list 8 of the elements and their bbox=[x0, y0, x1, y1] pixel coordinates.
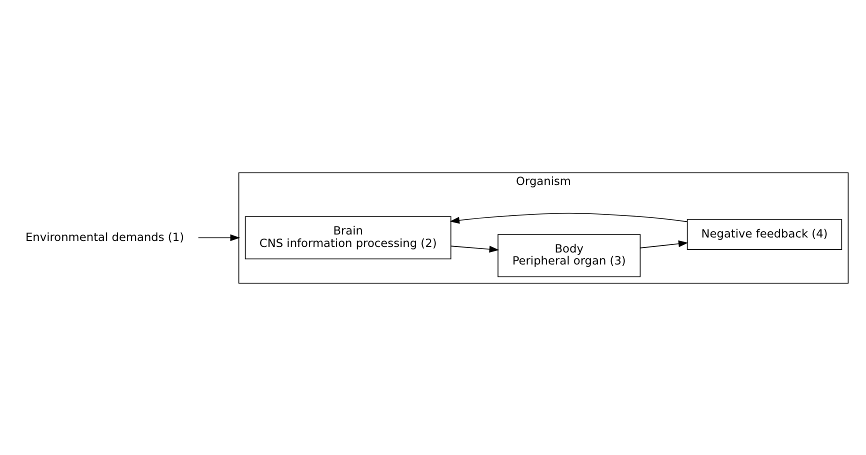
arrow bbox=[450, 245, 500, 252]
arrow bbox=[640, 240, 688, 248]
node-text: Environmental demands (1) bbox=[25, 229, 184, 244]
node-box: Brain CNS information processing (2) bbox=[244, 216, 452, 259]
arrow bbox=[450, 212, 688, 224]
arrow bbox=[198, 234, 240, 241]
node-box: Body Peripheral organ (3) bbox=[498, 234, 641, 277]
node-box: Negative feedback (4) bbox=[686, 218, 842, 250]
